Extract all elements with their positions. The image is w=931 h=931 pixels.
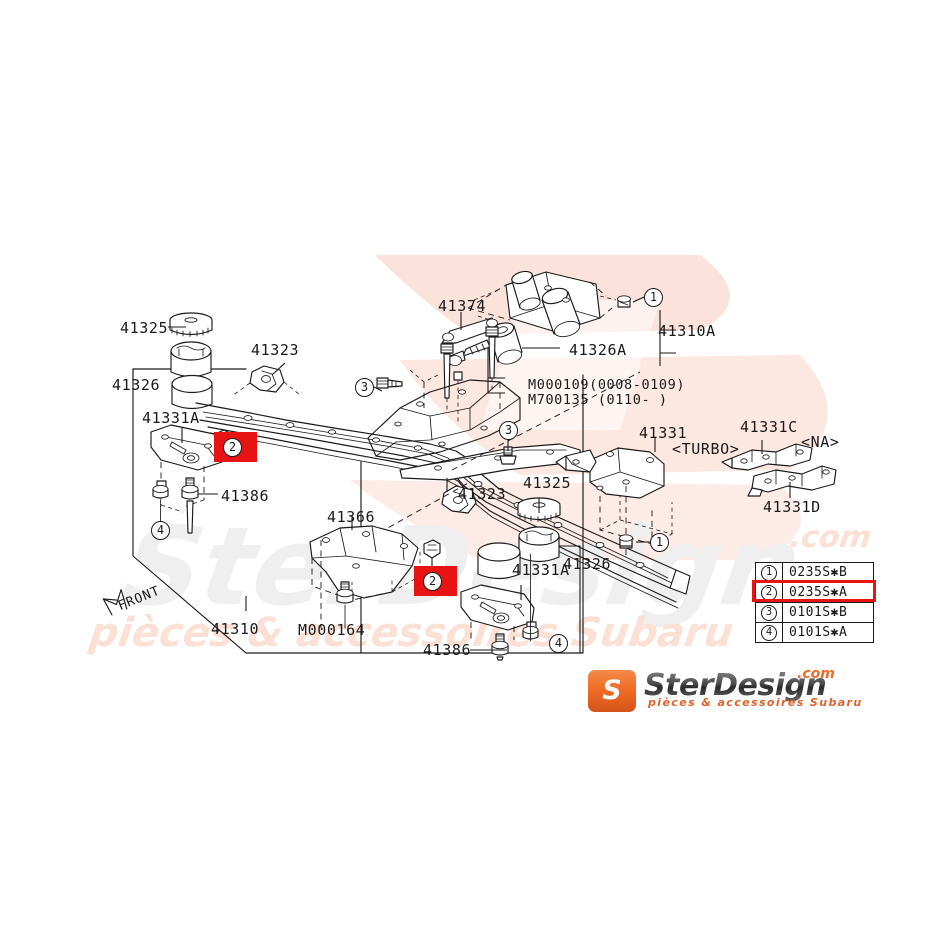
nut-callout-1-top: [599, 295, 645, 308]
label-leaders: [132, 310, 791, 611]
legend-code-1: 0235S✱B: [782, 562, 874, 583]
label-41310: 41310: [211, 620, 260, 638]
callout-1-top: 1: [644, 288, 663, 307]
label-41331D: 41331D: [763, 498, 821, 516]
label-41386-mid: 41386: [423, 641, 472, 659]
front-arrow: [102, 589, 128, 616]
legend-num-cell: 3: [755, 602, 783, 623]
sterdesign-logo[interactable]: S SterDesign .com pièces & accessoires S…: [588, 666, 861, 722]
callout-4-mid: 4: [549, 634, 568, 653]
left-mount-assembly: [150, 312, 225, 534]
logo-mark-letter: S: [602, 675, 622, 706]
part-41374-rod: [440, 317, 499, 410]
logo-mark-box: S: [588, 670, 636, 712]
legend-code-2: 0235S✱A: [782, 582, 874, 603]
nut-callout-1-mid: [619, 534, 650, 547]
label-41374: 41374: [438, 297, 487, 315]
legend-row: 1 0235S✱B: [755, 562, 874, 583]
legend-body: 1 0235S✱B 2 0235S✱A 3 0101S✱B 4 0: [755, 562, 874, 643]
label-41325-mid: 41325: [523, 474, 572, 492]
reference-line-diagonal: [451, 371, 641, 471]
callout-3-top: 3: [355, 378, 374, 397]
bushing-41323-upper: [231, 365, 301, 397]
label-41331C: 41331C: [740, 418, 798, 436]
legend-num-cell: 4: [755, 622, 783, 643]
label-41323-top: 41323: [251, 341, 300, 359]
label-41325-top: 41325: [120, 319, 169, 337]
label-41323-mid: 41323: [458, 485, 507, 503]
label-M000164: M000164: [298, 621, 366, 639]
logo-tld: .com: [797, 666, 835, 682]
differential-support-41310A: [467, 270, 613, 338]
label-na-tag: <NA>: [801, 433, 840, 451]
legend-code-4: 0101S✱A: [782, 622, 874, 643]
label-41331A-mid: 41331A: [512, 561, 570, 579]
label-41331-turbo: 41331: [639, 424, 688, 442]
label-41386-left: 41386: [221, 487, 270, 505]
bushing-knot-mid: [423, 539, 441, 568]
callout-4-left: 4: [151, 521, 170, 540]
logo-tagline: pièces & accessoires Subaru: [648, 696, 863, 709]
bracket-41331-turbo: [555, 447, 674, 556]
label-41366: 41366: [327, 508, 376, 526]
label-41326-left: 41326: [112, 376, 161, 394]
callout-3-mid: 3: [499, 421, 518, 440]
bracket-41331D: [747, 465, 837, 497]
part-41366-bracket: [309, 525, 421, 629]
legend-row: 3 0101S✱B: [755, 602, 874, 623]
legend-callout-3: 3: [761, 605, 777, 621]
parts-legend-table: 1 0235S✱B 2 0235S✱A 3 0101S✱B 4 0: [755, 562, 874, 643]
label-41331A-left: 41331A: [142, 409, 200, 427]
callout-2-mid: 2: [423, 572, 442, 591]
legend-row: 2 0235S✱A: [755, 582, 874, 603]
callout-2-left: 2: [223, 438, 242, 457]
logo-wordmark: SterDesign: [644, 668, 827, 703]
label-41326-mid: 41326: [563, 555, 612, 573]
center-mount-assembly: [460, 497, 581, 661]
label-M700135: M700135 (0110- ): [528, 392, 668, 408]
legend-callout-1: 1: [761, 565, 777, 581]
rear-arm-plate: [367, 369, 521, 461]
legend-num-cell: 1: [755, 562, 783, 583]
label-41310A: 41310A: [658, 322, 716, 340]
bushing-41323-mid: [441, 485, 477, 514]
label-M000109: M000109(0008-0109): [528, 377, 686, 393]
callout-1-mid: 1: [650, 533, 669, 552]
bracket-41331C: [721, 443, 813, 471]
legend-row: 4 0101S✱A: [755, 622, 874, 643]
label-41326A: 41326A: [569, 341, 627, 359]
legend-num-cell: 2: [755, 582, 783, 603]
legend-callout-2: 2: [761, 585, 777, 601]
legend-code-3: 0101S✱B: [782, 602, 874, 623]
legend-callout-4: 4: [761, 625, 777, 641]
label-turbo-tag: <TURBO>: [672, 440, 740, 458]
